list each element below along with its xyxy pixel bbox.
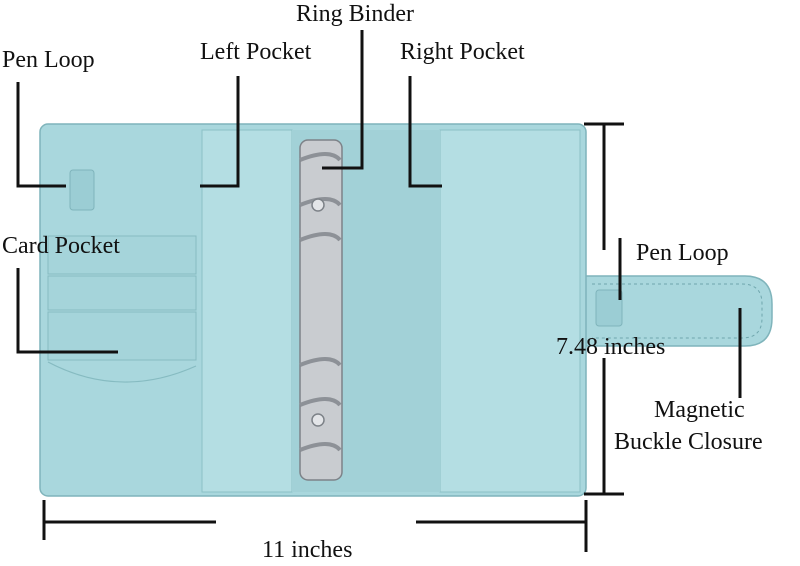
label-magnetic-line1: Magnetic: [654, 397, 745, 423]
pen-loop-left-tab: [69, 169, 95, 211]
label-right-pocket: Right Pocket: [400, 39, 525, 65]
label-pen-loop-left: Pen Loop: [2, 47, 95, 73]
leader-ring-binder: [322, 30, 364, 170]
leader-right-pocket: [408, 76, 442, 188]
ring-5: [299, 397, 342, 407]
leader-card-pocket: [16, 268, 118, 354]
leader-left-pocket: [200, 76, 240, 188]
ring-4: [299, 357, 342, 367]
card-slot-2: [47, 275, 197, 311]
label-magnetic-line2: Buckle Closure: [614, 429, 763, 455]
binder-rings: [299, 152, 342, 452]
leader-pen-loop-left: [16, 82, 66, 188]
label-pen-loop-right: Pen Loop: [636, 240, 729, 266]
label-height-dimension: 7.48 inches: [556, 334, 666, 360]
right-pocket-panel: [439, 129, 581, 493]
label-width-dimension: 11 inches: [262, 537, 353, 563]
leader-lines: [16, 30, 742, 552]
ring-3: [299, 232, 342, 242]
card-pocket-curve: [47, 361, 197, 383]
ring-1: [299, 152, 342, 162]
rivet-bottom: [311, 413, 325, 427]
label-card-pocket: Card Pocket: [2, 233, 120, 259]
ring-2: [299, 197, 342, 207]
pen-loop-right-tab: [595, 289, 623, 327]
card-slot-1: [47, 235, 197, 275]
card-slot-3: [47, 311, 197, 361]
rivet-top: [311, 198, 325, 212]
label-ring-binder: Ring Binder: [296, 1, 414, 27]
ring-binder-plate: [299, 139, 343, 481]
strap-stitch: [592, 283, 763, 339]
label-left-pocket: Left Pocket: [200, 39, 312, 65]
left-pocket-panel: [201, 129, 293, 493]
magnetic-strap: [582, 275, 773, 347]
ring-6: [299, 442, 342, 452]
